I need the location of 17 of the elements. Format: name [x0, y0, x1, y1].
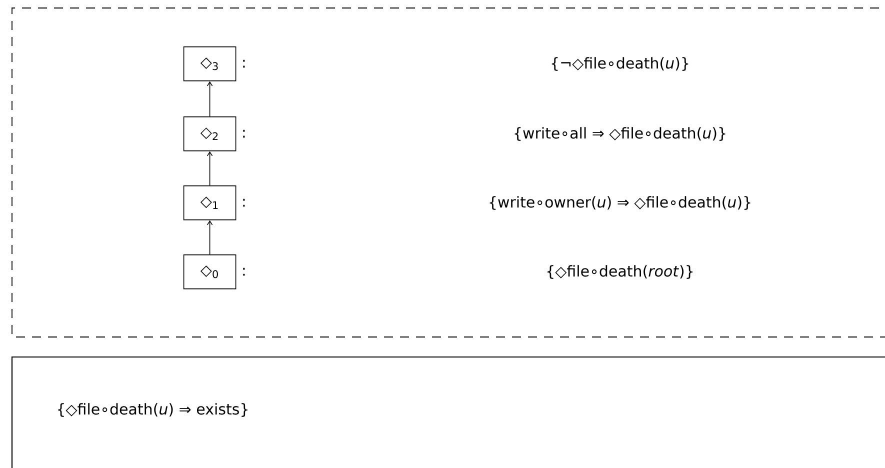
colon: :: [243, 60, 245, 68]
solid-frame: {◇file∘death(u) ⇒ exists}: [11, 356, 885, 468]
state-box: ◇$_{3}$: [183, 46, 236, 82]
state-box: ◇$_{2}$: [183, 116, 236, 152]
formula: {write∘all ⇒ ◇file∘death(u)}: [514, 127, 726, 141]
colon: :: [243, 268, 245, 276]
arrow: [206, 220, 213, 255]
state-box: ◇$_{1}$: [183, 185, 236, 220]
state-box: ◇$_{0}$: [183, 254, 236, 290]
formula: {write∘owner(u) ⇒ ◇file∘death(u)}: [490, 196, 750, 210]
colon: :: [243, 198, 245, 207]
formula: {¬◇file∘death(u)}: [552, 57, 688, 71]
formula: {◇file∘death(root)}: [548, 265, 692, 279]
colon: :: [243, 130, 245, 138]
dashed-frame: [12, 8, 885, 338]
arrow: [206, 151, 213, 186]
arrow: [206, 81, 213, 117]
